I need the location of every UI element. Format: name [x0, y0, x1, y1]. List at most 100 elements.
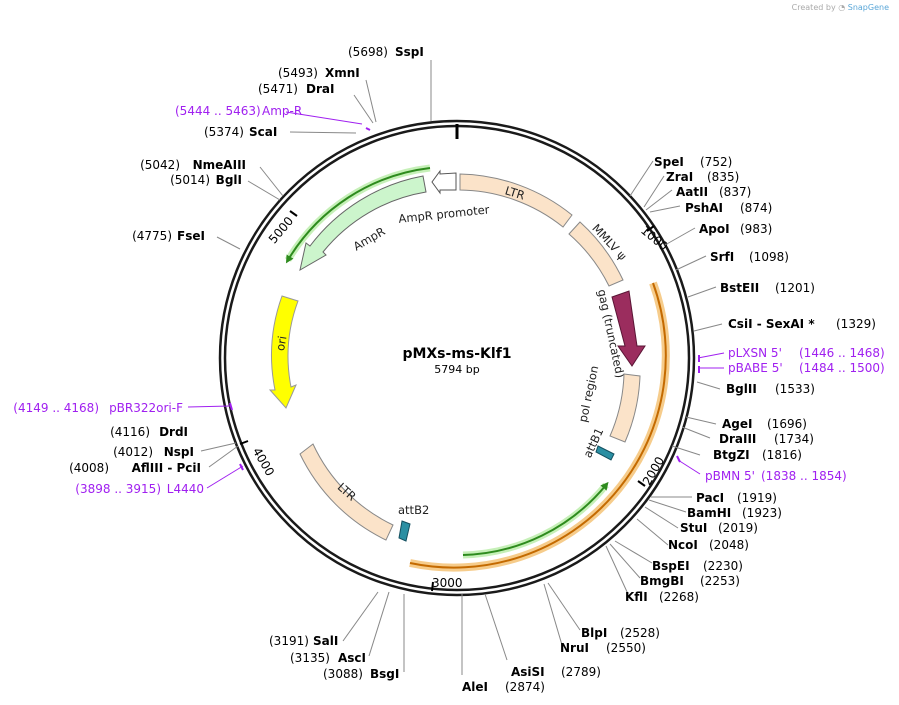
site-nspi-pos: (4012) [113, 445, 153, 459]
leader-nspi [200, 442, 237, 452]
leader-bmgbi [609, 543, 641, 579]
site-asisi[interactable]: AsiSI [511, 665, 545, 679]
site-sspi[interactable]: SspI [395, 45, 424, 59]
site-fsei[interactable]: FseI [177, 229, 205, 243]
leader-pbr322 [187, 405, 231, 408]
site-afliii-pos: (4008) [69, 461, 109, 475]
feature-ampr-promoter[interactable] [431, 169, 457, 195]
feature-ltr-5[interactable] [459, 173, 573, 228]
credit-brand: SnapGene [847, 3, 889, 12]
tick-2000 [637, 480, 646, 487]
feature-attb1[interactable] [595, 445, 615, 461]
site-bamhi-pos: (1923) [742, 506, 782, 520]
tick-label-3000: 3000 [432, 576, 463, 590]
site-paci[interactable]: PacI [696, 491, 724, 505]
site-asci[interactable]: AscI [338, 651, 366, 665]
site-scai[interactable]: ScaI [249, 125, 277, 139]
feature-gag-truncated[interactable] [611, 290, 646, 367]
feature-attb2[interactable] [398, 520, 411, 542]
site-xmni[interactable]: XmnI [325, 66, 360, 80]
site-agei[interactable]: AgeI [722, 417, 752, 431]
site-draiii[interactable]: DraIII [719, 432, 756, 446]
tick-4000 [239, 440, 249, 445]
leader-afliii [208, 445, 239, 468]
site-btgzi[interactable]: BtgZI [713, 448, 750, 462]
primer-ampr-pos: (5444 .. 5463) [175, 104, 261, 118]
site-bsgi[interactable]: BsgI [370, 667, 399, 681]
feature-pol-region[interactable] [609, 373, 641, 443]
site-labels-right: NcoI (2048) StuI (2019) BamHI (1923) Pac… [654, 155, 885, 552]
leader-agei [685, 416, 717, 425]
leader-apoi [664, 227, 696, 246]
snapgene-logo-icon: ◔ [838, 3, 846, 12]
feature-ltr-3[interactable] [299, 443, 394, 541]
site-fsei-pos: (4775) [132, 229, 172, 243]
primer-plxsn[interactable]: pLXSN 5' [728, 346, 782, 360]
primer-pbr322-pos: (4149 .. 4168) [13, 401, 99, 415]
feature-ori[interactable] [268, 295, 299, 409]
leader-bsteii [687, 286, 717, 298]
site-nmeaiii-pos: (5042) [140, 158, 180, 172]
site-blpi[interactable]: BlpI [581, 626, 607, 640]
site-nrui[interactable]: NruI [560, 641, 589, 655]
leader-ampr-primer [285, 111, 363, 125]
feature-label-pol-region: pol region [576, 364, 602, 423]
site-blpi-pos: (2528) [620, 626, 660, 640]
site-srfi[interactable]: SrfI [710, 250, 734, 264]
site-afliii[interactable]: AflIII - PciI [132, 461, 201, 475]
site-bglii[interactable]: BglII [726, 382, 757, 396]
site-btgzi-pos: (1816) [762, 448, 802, 462]
site-bspei[interactable]: BspEI [652, 559, 690, 573]
leader-csii [693, 323, 723, 332]
site-apoi[interactable]: ApoI [699, 222, 730, 236]
site-aatii-pos: (837) [719, 185, 751, 199]
site-ncoi[interactable]: NcoI [668, 538, 698, 552]
tick-label-2000: 2000 [640, 454, 667, 487]
site-kfli[interactable]: KflI [625, 590, 648, 604]
primer-l4440-pos: (3898 .. 3915) [75, 482, 161, 496]
green-arc-2-line [462, 481, 609, 556]
primer-pbabe-pos: (1484 .. 1500) [799, 361, 885, 375]
feature-ampr[interactable] [299, 175, 427, 272]
site-bmgbi[interactable]: BmgBI [640, 574, 684, 588]
leader-kfli [605, 545, 629, 595]
site-aatii[interactable]: AatII [676, 185, 708, 199]
site-nmeaiii[interactable]: NmeAIII [193, 158, 246, 172]
site-bgli[interactable]: BglI [216, 173, 242, 187]
primer-pbmn[interactable]: pBMN 5' [705, 469, 755, 483]
leader-bglii [696, 381, 721, 390]
site-stui[interactable]: StuI [680, 521, 707, 535]
site-pshai[interactable]: PshAI [685, 201, 723, 215]
site-bsteii[interactable]: BstEII [720, 281, 759, 295]
backbone-outer [218, 119, 696, 597]
leader-spei [629, 160, 654, 197]
primer-ampr[interactable]: Amp-R [262, 104, 302, 118]
site-bspei-pos: (2230) [703, 559, 743, 573]
plasmid-size: 5794 bp [434, 363, 479, 376]
primer-pbabe[interactable]: pBABE 5' [728, 361, 783, 375]
site-zrai[interactable]: ZraI [666, 170, 693, 184]
leader-plxsn [697, 352, 725, 359]
site-bamhi[interactable]: BamHI [687, 506, 731, 520]
site-pshai-pos: (874) [740, 201, 772, 215]
site-labels-bottom: (3191) SalI (3135) AscI (3088) BsgI AleI… [269, 559, 743, 694]
leader-nmeaiii [259, 166, 284, 197]
site-kfli-pos: (2268) [659, 590, 699, 604]
site-xmni-pos: (5493) [278, 66, 318, 80]
leader-nrui [543, 583, 563, 646]
site-alei-pos: (2874) [505, 680, 545, 694]
site-agei-pos: (1696) [767, 417, 807, 431]
leader-drai [353, 94, 374, 124]
site-csii-sexai[interactable]: CsiI - SexAI * [728, 317, 815, 331]
site-alei[interactable]: AleI [462, 680, 488, 694]
site-drdi[interactable]: DrdI [159, 425, 188, 439]
site-nspi[interactable]: NspI [164, 445, 194, 459]
primer-l4440[interactable]: L4440 [167, 482, 204, 496]
site-spei[interactable]: SpeI [654, 155, 684, 169]
feature-label-attb2: attB2 [398, 503, 429, 517]
primer-pbr322[interactable]: pBR322ori-F [109, 401, 183, 415]
feature-mmlv-psi[interactable] [568, 221, 624, 287]
site-drai[interactable]: DraI [306, 82, 334, 96]
site-sali[interactable]: SalI [313, 634, 338, 648]
